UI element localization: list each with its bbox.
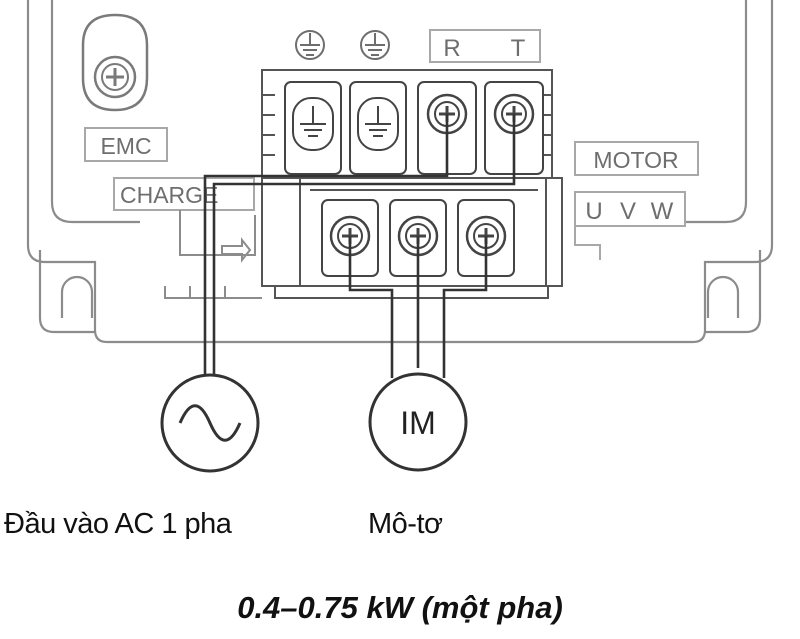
u-label: U — [585, 198, 602, 225]
t-label: T — [511, 35, 526, 62]
motor-wires — [348, 236, 488, 378]
v-label: V — [620, 198, 636, 225]
r-label: R — [443, 35, 460, 62]
emc-label-text: EMC — [100, 133, 151, 159]
motor-caption: Mô-tơ — [368, 508, 443, 540]
rt-label: R T — [429, 29, 541, 63]
input-wires — [203, 114, 516, 375]
charge-label-text: CHARGE — [120, 182, 218, 208]
ac-input-caption: Đầu vào AC 1 pha — [4, 508, 232, 540]
mounting-slots — [60, 275, 740, 318]
emc-screw — [81, 13, 149, 112]
ground-icon — [295, 30, 325, 60]
emc-label: EMC — [84, 127, 168, 162]
inverter-housing — [26, 0, 774, 344]
ac-source-icon — [160, 373, 260, 473]
motor-symbol-label: IM — [400, 405, 436, 441]
power-terminal-block — [261, 69, 553, 183]
uvw-label: U V W — [574, 191, 686, 227]
charge-indicator — [179, 210, 256, 263]
motor-icon: IM — [368, 372, 468, 472]
uvw-bracket — [574, 226, 601, 260]
motor-label-text: MOTOR — [593, 147, 678, 173]
w-label: W — [651, 198, 674, 225]
ground-icon — [360, 30, 390, 60]
motor-label: MOTOR — [574, 141, 699, 176]
power-rating-caption: 0.4–0.75 kW (một pha) — [237, 590, 563, 625]
